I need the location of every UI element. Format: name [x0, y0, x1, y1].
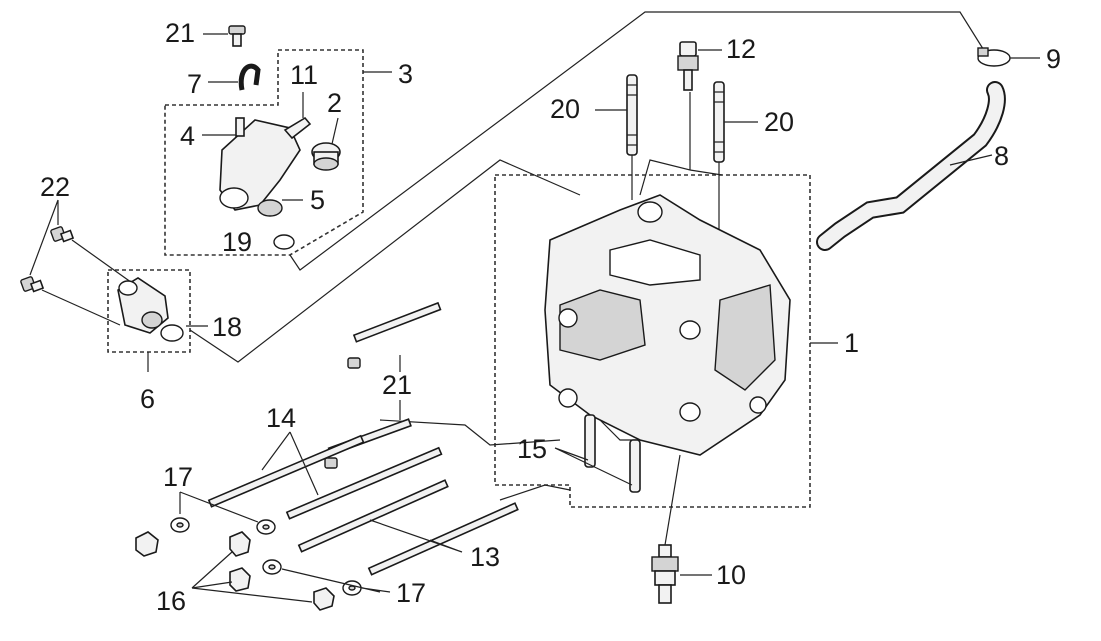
water-outlet-box [107, 269, 191, 353]
bolt-14-b [285, 446, 443, 520]
bolt-21-alignment [41, 239, 136, 326]
callout-4: 4 [180, 121, 195, 151]
bolt-13-b [367, 502, 519, 576]
sensor-10-alignment [664, 454, 681, 546]
stud-15-b [629, 439, 641, 493]
callout-5: 5 [310, 185, 325, 215]
leader-15 [554, 447, 633, 486]
bolt-22-a [347, 301, 442, 369]
callout-21-top: 21 [165, 18, 195, 48]
leader-2 [331, 117, 339, 145]
callout-15: 15 [517, 434, 547, 464]
callout-20-left: 20 [550, 94, 580, 124]
o-ring-18 [160, 324, 184, 342]
callout-12: 12 [726, 34, 756, 64]
leader-8 [949, 154, 993, 166]
leader-14 [261, 431, 319, 496]
callout-19: 19 [222, 227, 252, 257]
stud-20-left [626, 74, 638, 156]
sensor-10 [651, 544, 679, 604]
leader-17-upper [179, 491, 259, 523]
callout-labels: 21 7 11 3 2 4 5 19 22 18 6 12 9 20 20 8 … [40, 18, 1061, 616]
cap-nut-16-group [135, 531, 335, 611]
thermostat-housing [219, 116, 312, 217]
bolt-13-a [297, 479, 449, 553]
callout-1: 1 [844, 328, 859, 358]
callout-17-upper: 17 [163, 462, 193, 492]
routing-line-outlet-to-head [189, 159, 581, 363]
bolt-21-left-b [20, 276, 45, 293]
clamp-9 [977, 47, 1011, 67]
callout-3: 3 [398, 59, 413, 89]
callout-2: 2 [327, 88, 342, 118]
stud-20-right [713, 81, 725, 163]
callout-8: 8 [994, 141, 1009, 171]
routing-line-9-to-head [289, 11, 986, 271]
callout-10: 10 [716, 560, 746, 590]
bolt-22-b [324, 418, 412, 469]
bolt-21-top [228, 25, 246, 47]
hose-8-fill [818, 83, 1004, 249]
callout-22: 21 [382, 370, 412, 400]
o-ring-19 [273, 234, 295, 250]
leader-21-left [29, 199, 59, 276]
callout-9: 9 [1046, 44, 1061, 74]
callout-16: 16 [156, 586, 186, 616]
washer-17-group [170, 517, 362, 596]
callout-18: 18 [212, 312, 242, 342]
leader-16 [191, 551, 313, 603]
cap-2 [311, 142, 341, 171]
callout-17-lower: 17 [396, 578, 426, 608]
callout-20-right: 20 [764, 107, 794, 137]
thermostat-assembly-box [164, 49, 364, 256]
callout-14: 14 [266, 403, 296, 433]
leader-13 [369, 519, 463, 553]
leader-17-lower [281, 568, 391, 593]
routing-line-bolt13 [499, 484, 571, 501]
stud-15-a [584, 414, 596, 468]
leader-12-down [639, 92, 723, 196]
callout-7: 7 [187, 69, 202, 99]
cylinder-head-box [494, 174, 811, 508]
cylinder-head-1 [544, 194, 791, 456]
sensor-12 [677, 41, 699, 91]
bolt-21-left-a [50, 226, 75, 243]
callout-11: 11 [290, 60, 318, 90]
hose-7 [238, 63, 261, 91]
water-outlet-6 [117, 277, 169, 334]
routing-line-studs [379, 419, 561, 446]
callout-6: 6 [140, 384, 155, 414]
callout-21-left: 22 [40, 172, 70, 202]
callout-13: 13 [470, 542, 500, 572]
